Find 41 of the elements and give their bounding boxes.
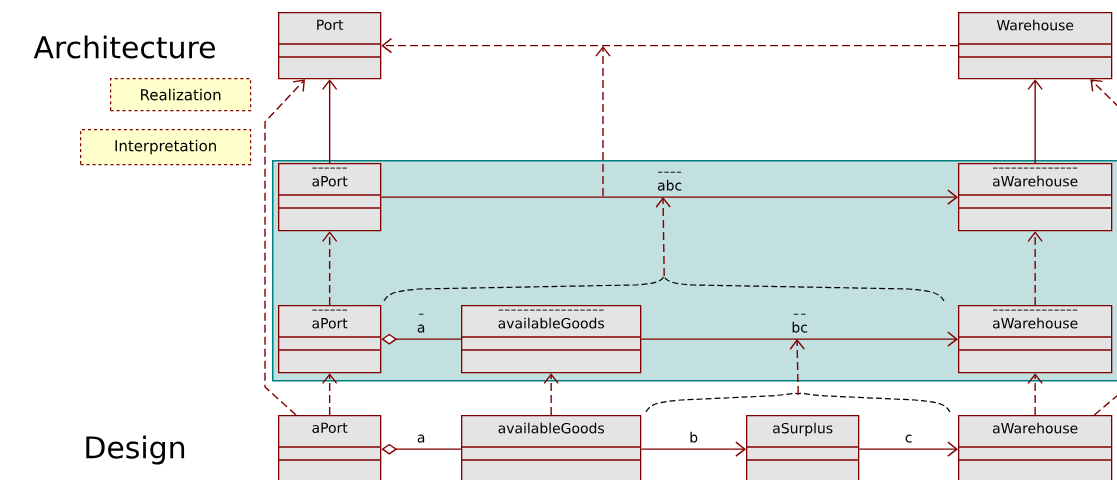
arrow bbox=[321, 373, 338, 416]
class-box: availableGoods bbox=[460, 415, 642, 480]
class-box: aPort bbox=[277, 163, 382, 232]
arrow bbox=[858, 441, 958, 457]
class-box: availableGoods bbox=[460, 305, 642, 374]
arrow bbox=[1027, 231, 1043, 306]
edge-label: b bbox=[690, 431, 698, 443]
edge-label: bc bbox=[792, 313, 808, 333]
class-box: aSurplus bbox=[745, 415, 860, 480]
class-box: aWarehouse bbox=[957, 415, 1113, 480]
note-box: Interpretation bbox=[80, 129, 252, 166]
arrow bbox=[380, 189, 958, 205]
edge-label: abc bbox=[657, 171, 682, 191]
edge-label: a bbox=[417, 434, 425, 443]
class-box: Warehouse bbox=[957, 12, 1113, 80]
section-heading: Architecture bbox=[33, 35, 215, 59]
note-box: Realization bbox=[110, 78, 252, 112]
class-box: aPort bbox=[277, 415, 382, 480]
edge-label: c bbox=[905, 434, 912, 443]
class-box: Port bbox=[277, 12, 382, 80]
class-box: aWarehouse bbox=[957, 163, 1113, 232]
class-box: aPort bbox=[277, 305, 382, 374]
edge-label: a bbox=[417, 313, 425, 333]
arrow bbox=[381, 37, 959, 54]
arrow bbox=[640, 441, 746, 457]
class-box: aWarehouse bbox=[957, 305, 1113, 374]
arrow bbox=[789, 339, 805, 395]
section-heading: Design bbox=[86, 435, 185, 465]
arrow bbox=[543, 373, 559, 416]
arrow bbox=[1027, 79, 1043, 164]
arrow bbox=[264, 79, 305, 416]
brace bbox=[383, 275, 945, 302]
arrow bbox=[655, 197, 671, 277]
brace bbox=[645, 392, 951, 413]
arrow bbox=[321, 231, 338, 306]
connector bbox=[381, 333, 462, 345]
arrow bbox=[1027, 373, 1043, 416]
arrow bbox=[1090, 79, 1117, 416]
arrow bbox=[321, 79, 338, 164]
arrow bbox=[640, 331, 958, 347]
connector bbox=[381, 443, 462, 455]
